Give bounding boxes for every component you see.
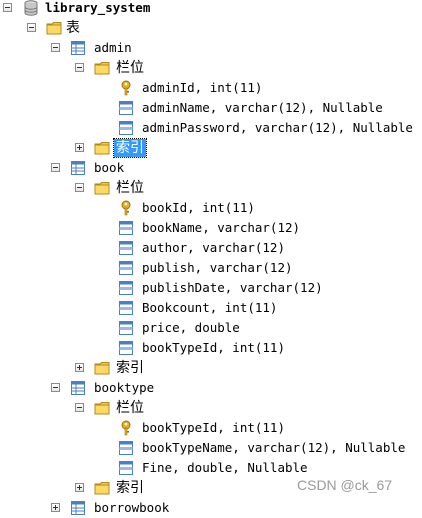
table-icon <box>71 381 85 395</box>
collapse-toggle[interactable] <box>51 383 60 392</box>
column-icon <box>119 341 133 355</box>
column-label: publish, varchar(12) <box>142 260 293 275</box>
database-name: library_system <box>45 0 151 15</box>
watermark-text: CSDN @ck_67 <box>297 477 393 493</box>
folder-icon <box>94 482 110 495</box>
column-label: Bookcount, int(11) <box>142 300 278 315</box>
column-icon <box>119 301 133 315</box>
primary-key-icon <box>121 420 131 436</box>
columns-folder-label: 栏位 <box>116 180 144 196</box>
collapse-toggle[interactable] <box>51 43 60 52</box>
column-label: bookTypeName, varchar(12), Nullable <box>142 440 406 455</box>
column-icon <box>119 121 133 135</box>
folder-icon <box>94 142 110 155</box>
column-icon <box>119 281 133 295</box>
indexes-folder-label: 索引 <box>116 360 144 376</box>
folder-icon <box>94 362 110 375</box>
column-label: publishDate, varchar(12) <box>142 280 323 295</box>
tables-folder-label: 表 <box>66 20 80 36</box>
table-name: admin <box>94 40 132 55</box>
column-icon <box>119 101 133 115</box>
column-icon <box>119 261 133 275</box>
column-label: adminId, int(11) <box>142 80 263 95</box>
column-label: bookId, int(11) <box>142 200 255 215</box>
column-icon <box>119 241 133 255</box>
collapse-toggle[interactable] <box>51 163 60 172</box>
column-label: author, varchar(12) <box>142 240 285 255</box>
column-label: bookTypeId, int(11) <box>142 340 285 355</box>
folder-icon <box>46 22 62 35</box>
column-label: bookTypeId, int(11) <box>142 420 285 435</box>
column-icon <box>119 441 133 455</box>
table-name: borrowbook <box>94 500 170 515</box>
collapse-toggle[interactable] <box>75 183 84 192</box>
primary-key-icon <box>121 80 131 96</box>
column-icon <box>119 461 133 475</box>
collapse-toggle[interactable] <box>27 23 36 32</box>
collapse-toggle[interactable] <box>75 403 84 412</box>
columns-folder-label: 栏位 <box>116 400 144 416</box>
collapse-toggle[interactable] <box>3 3 12 12</box>
database-icon <box>24 0 38 16</box>
column-label: price, double <box>142 320 240 335</box>
table-name: booktype <box>94 380 155 395</box>
table-name: book <box>94 160 125 175</box>
folder-icon <box>94 182 110 195</box>
folder-icon <box>94 62 110 75</box>
column-icon <box>119 321 133 335</box>
column-label: adminName, varchar(12), Nullable <box>142 100 383 115</box>
column-icon <box>119 221 133 235</box>
collapse-toggle[interactable] <box>75 63 84 72</box>
table-icon <box>71 501 85 515</box>
column-label: adminPassword, varchar(12), Nullable <box>142 120 413 135</box>
column-label: bookName, varchar(12) <box>142 220 301 235</box>
expand-toggle[interactable] <box>75 143 84 152</box>
folder-icon <box>94 402 110 415</box>
expand-toggle[interactable] <box>51 503 60 512</box>
indexes-folder-label: 索引 <box>113 138 147 158</box>
expand-toggle[interactable] <box>75 483 84 492</box>
expand-toggle[interactable] <box>75 363 84 372</box>
table-icon <box>71 161 85 175</box>
column-label: Fine, double, Nullable <box>142 460 308 475</box>
table-icon <box>71 41 85 55</box>
indexes-folder-label: 索引 <box>116 480 144 496</box>
primary-key-icon <box>121 200 131 216</box>
columns-folder-label: 栏位 <box>116 60 144 76</box>
